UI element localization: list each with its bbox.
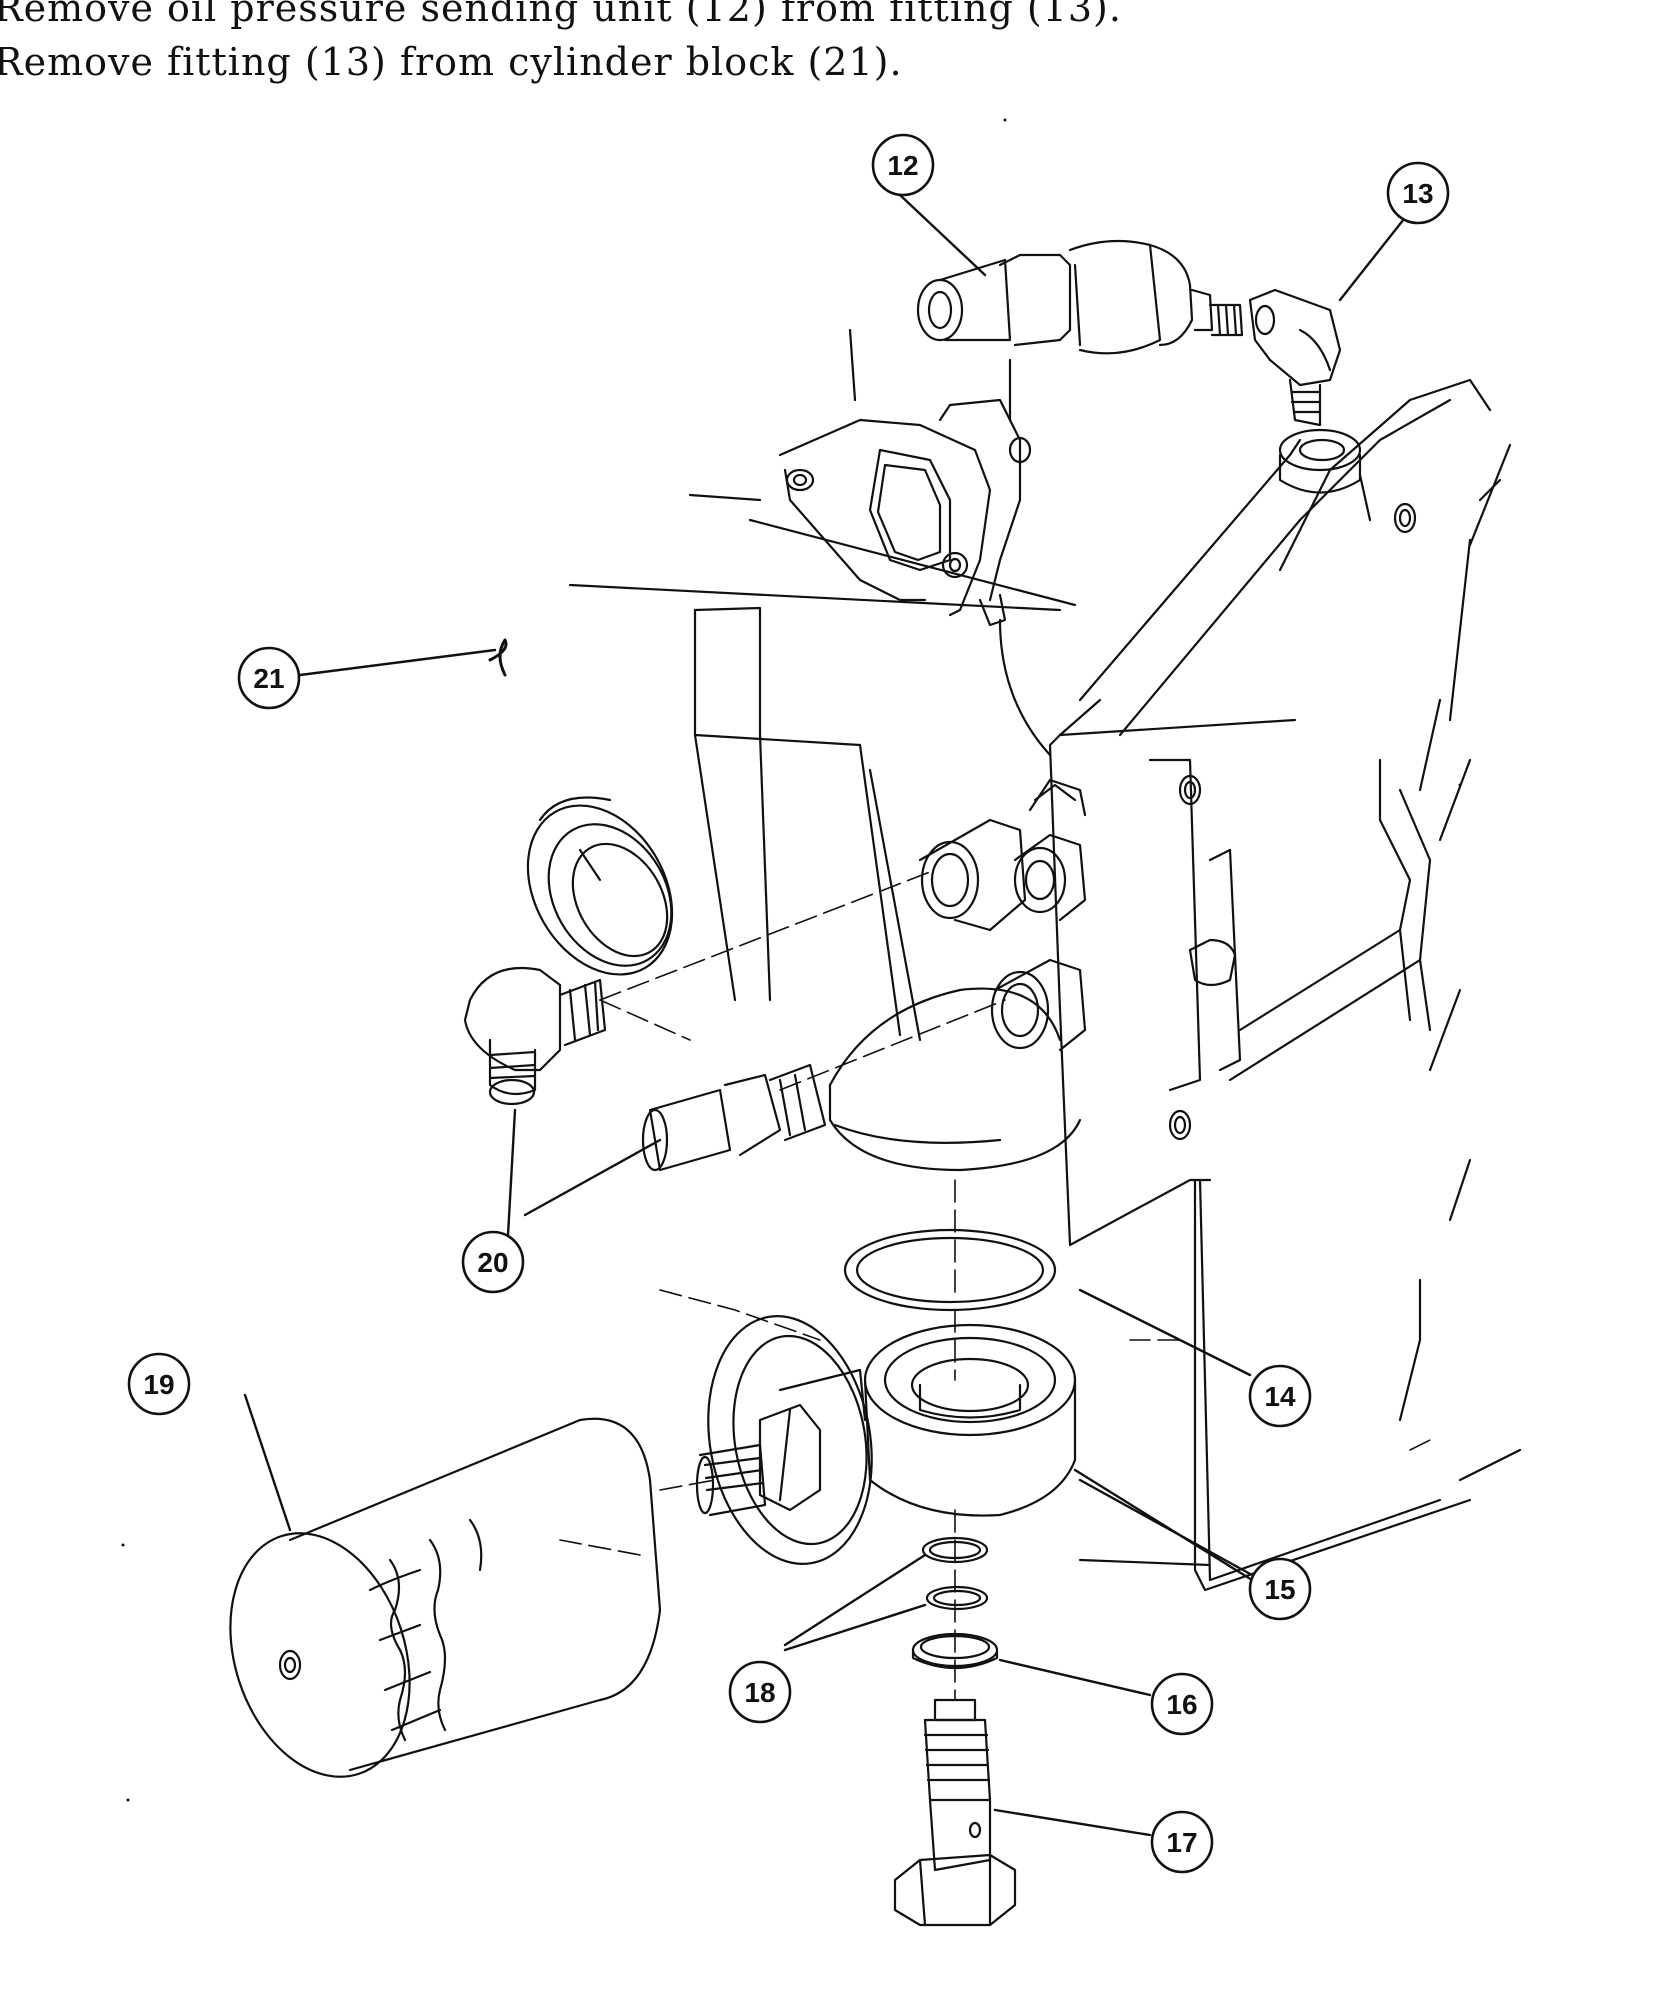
callout-16-label: 16 [1166,1689,1197,1720]
scan-specks [121,118,1462,1802]
oil-pressure-sending-unit [918,241,1242,353]
assembly-centerlines [560,870,1430,1700]
callout-21-label: 21 [253,663,284,694]
adapter-housing-upper [830,989,1080,1170]
block-ports [920,780,1085,1050]
callout-19-label: 19 [143,1369,174,1400]
callout-14-label: 14 [1264,1381,1296,1412]
callout-12-label: 12 [887,150,918,181]
callout-13-label: 13 [1402,178,1433,209]
callout-13: 13 [1388,163,1448,223]
callout-16: 16 [1152,1674,1212,1734]
callout-18-label: 18 [744,1677,775,1708]
callout-20: 20 [463,1232,523,1292]
adapter-bolt [895,1700,1015,1925]
callout-15-label: 15 [1264,1574,1295,1605]
callout-balloons: 12 13 21 20 14 19 15 18 [129,135,1448,1872]
callout-14: 14 [1250,1366,1310,1426]
callout-leaders [245,195,1415,1835]
oil-filter-adapter [690,1303,1075,1577]
callout-17-label: 17 [1166,1827,1197,1858]
instruction-line-2: Remove fitting (13) from cylinder block … [0,40,903,84]
callout-18: 18 [730,1662,790,1722]
callout-12: 12 [873,135,933,195]
fitting-elbow [1250,290,1340,425]
cylinder-block [499,330,1520,1590]
oil-filter [201,1419,660,1800]
callout-17: 17 [1152,1812,1212,1872]
callout-21: 21 [239,648,299,708]
callout-20-label: 20 [477,1247,508,1278]
instruction-line-1: Remove oil pressure sending unit (12) fr… [0,0,1122,30]
o-ring-seal [845,1230,1055,1310]
callout-19: 19 [129,1354,189,1414]
hose-fittings [465,968,825,1170]
callout-15: 15 [1250,1559,1310,1619]
